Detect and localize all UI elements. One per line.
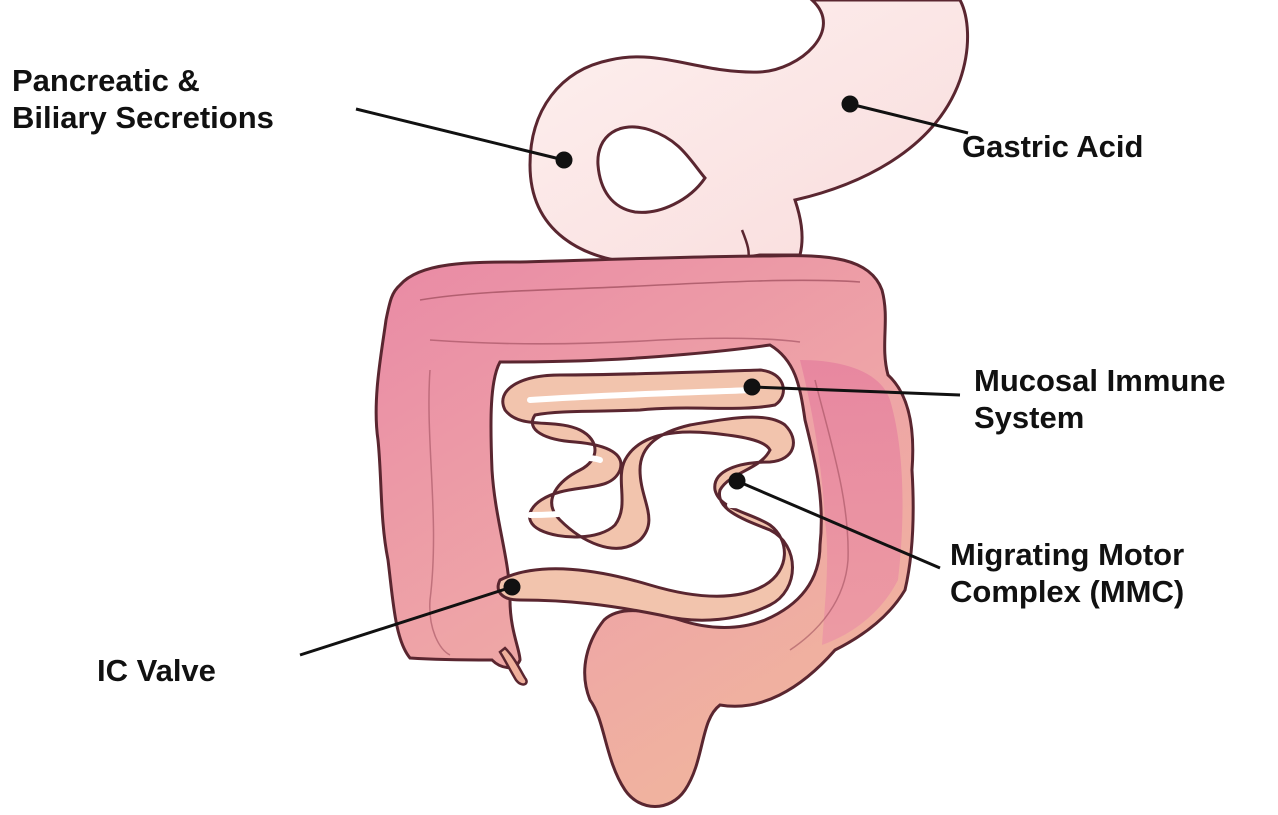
label-gastric-acid: Gastric Acid xyxy=(962,128,1143,165)
label-mucosal-line1: Mucosal Immune xyxy=(974,362,1226,399)
label-pancreatic-line2: Biliary Secretions xyxy=(12,99,274,136)
label-migrating-motor-complex: Migrating Motor Complex (MMC) xyxy=(950,536,1184,610)
pointer-dot-mmc xyxy=(730,474,744,488)
label-ic-valve: IC Valve xyxy=(97,652,216,689)
label-ic-valve-text: IC Valve xyxy=(97,652,216,689)
label-mucosal-line2: System xyxy=(974,399,1226,436)
pointer-dot-gastric xyxy=(843,97,857,111)
stomach xyxy=(530,0,968,264)
label-mucosal-immune-system: Mucosal Immune System xyxy=(974,362,1226,436)
pointer-dot-ic-valve xyxy=(505,580,519,594)
pointer-dot-pancreatic xyxy=(557,153,571,167)
pointer-dot-mucosal xyxy=(745,380,759,394)
label-pancreatic-line1: Pancreatic & xyxy=(12,62,274,99)
label-gastric-text: Gastric Acid xyxy=(962,128,1143,165)
label-mmc-line1: Migrating Motor xyxy=(950,536,1184,573)
small-intestine xyxy=(498,370,793,620)
label-mmc-line2: Complex (MMC) xyxy=(950,573,1184,610)
label-pancreatic-biliary-secretions: Pancreatic & Biliary Secretions xyxy=(12,62,274,136)
